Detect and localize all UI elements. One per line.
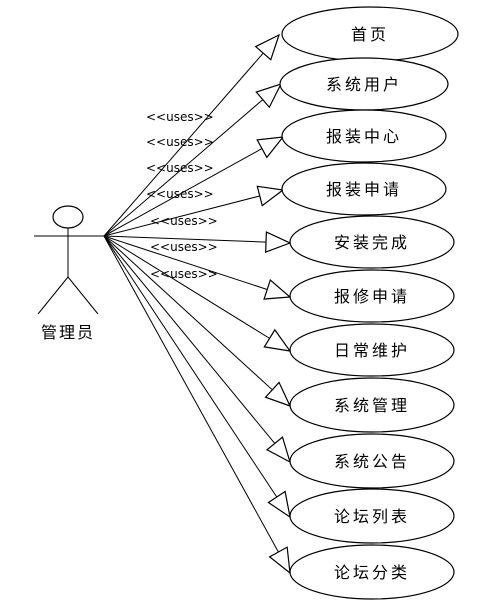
use-case-label-repair-request: 报修申请 bbox=[334, 287, 410, 306]
arrowhead bbox=[254, 33, 281, 61]
association-line bbox=[103, 99, 264, 237]
association-arrowheads bbox=[254, 33, 292, 575]
stereotype-label: <<uses>> bbox=[146, 135, 214, 149]
actor-left-leg bbox=[37, 276, 69, 315]
use-case-ellipse bbox=[289, 377, 455, 433]
use-case-label-system-management: 系统管理 bbox=[334, 396, 410, 415]
association-line bbox=[103, 52, 264, 237]
use-case-ellipse bbox=[281, 162, 447, 216]
actor-figure bbox=[34, 205, 104, 315]
association-line bbox=[103, 148, 263, 237]
association-line bbox=[103, 235, 270, 339]
use-case-ellipse bbox=[289, 269, 455, 323]
arrowhead bbox=[264, 381, 292, 408]
association-line bbox=[103, 235, 273, 391]
actor-label: 管理员 bbox=[41, 323, 95, 342]
association-line bbox=[103, 235, 268, 290]
use-case-ellipse bbox=[289, 433, 455, 489]
use-case-label-system-announcement: 系统公告 bbox=[334, 452, 410, 471]
stereotype-label: <<uses>> bbox=[150, 240, 218, 254]
arrowhead bbox=[263, 278, 292, 300]
association-line bbox=[103, 195, 260, 237]
use-case-ellipse bbox=[281, 109, 447, 163]
use-case-ellipse bbox=[289, 488, 455, 544]
use-case-label-install-request: 报装申请 bbox=[326, 180, 402, 199]
stereotype-label: <<uses>> bbox=[146, 110, 214, 124]
use-case-ellipse bbox=[289, 323, 455, 377]
use-case-ellipses bbox=[279, 6, 459, 600]
use-case-label-install-center: 报装中心 bbox=[326, 127, 402, 146]
arrowhead bbox=[256, 136, 285, 159]
association-line bbox=[103, 235, 276, 444]
stereotype-labels: <<uses>> <<uses>> <<uses>> <<uses>> <<us… bbox=[146, 110, 218, 281]
arrowhead bbox=[265, 231, 292, 253]
arrowhead bbox=[265, 436, 291, 464]
stereotype-label: <<uses>> bbox=[146, 187, 214, 201]
association-line bbox=[103, 235, 267, 243]
association-lines bbox=[103, 52, 279, 553]
use-case-label-forum-list: 论坛列表 bbox=[334, 507, 410, 526]
stereotype-label: <<uses>> bbox=[150, 214, 218, 228]
stereotype-label: <<uses>> bbox=[146, 161, 214, 175]
use-case-labels: 首页 系统用户 报装中心 报装申请 安装完成 报修申请 日常维护 系统管理 系统… bbox=[326, 25, 410, 582]
use-case-label-install-complete: 安装完成 bbox=[334, 233, 410, 252]
actor-right-leg bbox=[67, 276, 99, 315]
use-case-ellipse bbox=[289, 544, 455, 600]
arrowhead bbox=[263, 328, 292, 352]
actor-head bbox=[52, 205, 84, 229]
use-case-ellipse bbox=[289, 215, 455, 269]
association-line bbox=[103, 235, 279, 553]
association-line bbox=[103, 235, 278, 498]
use-case-label-system-users: 系统用户 bbox=[326, 75, 402, 94]
use-case-label-daily-maintenance: 日常维护 bbox=[334, 341, 410, 360]
arrowhead bbox=[268, 546, 291, 575]
arrowhead bbox=[256, 185, 285, 207]
arrowhead bbox=[255, 82, 283, 109]
use-case-label-home: 首页 bbox=[351, 25, 389, 44]
arrowhead bbox=[267, 490, 291, 519]
use-case-label-forum-category: 论坛分类 bbox=[334, 563, 410, 582]
stereotype-label: <<uses>> bbox=[150, 267, 218, 281]
